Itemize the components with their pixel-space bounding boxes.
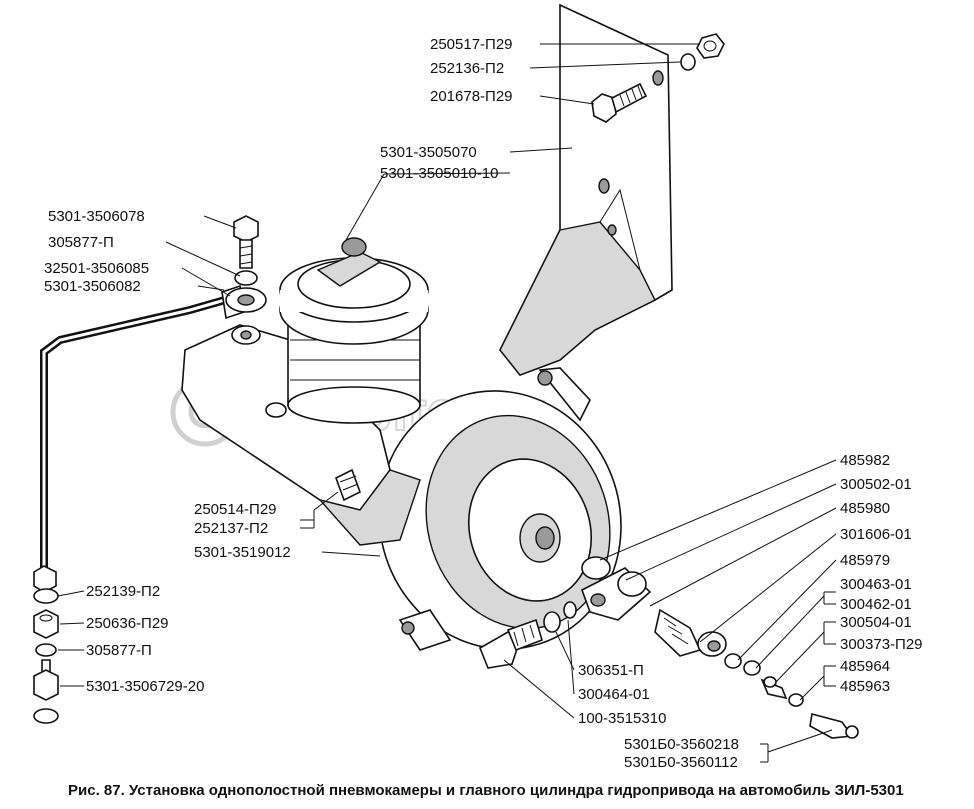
- banjo-bolt: [233, 215, 259, 269]
- label-252137: 252137-П2: [194, 520, 268, 537]
- label-3560112: 5301Б0-3560112: [624, 754, 738, 771]
- ring-485964: [788, 693, 804, 707]
- bottom-washer: [33, 708, 59, 724]
- figure-caption: Рис. 87. Установка однополостной пневмок…: [68, 782, 904, 799]
- ring-306351: [543, 611, 561, 633]
- top-washer: [680, 53, 696, 71]
- label-305877-top: 305877-П: [48, 234, 114, 251]
- label-300463: 300463-01: [840, 576, 912, 593]
- label-250636: 250636-П29: [86, 615, 169, 632]
- brake-pipe: [40, 296, 227, 570]
- ring-300463: [743, 660, 761, 676]
- label-300462: 300462-01: [840, 596, 912, 613]
- tee-fitting: [581, 556, 652, 621]
- label-301606: 301606-01: [840, 526, 912, 543]
- fitting-3560218: [809, 713, 859, 739]
- washer-305877: [35, 643, 57, 657]
- master-cylinder: [181, 324, 421, 546]
- valve-3515310: [478, 618, 543, 669]
- nut-250636: [33, 609, 59, 639]
- fluid-reservoir: [279, 237, 429, 424]
- label-3506085: 32501-3506085: [44, 260, 149, 277]
- label-250514: 250514-П29: [194, 501, 277, 518]
- ring-300464: [563, 601, 577, 619]
- label-3519012: 5301-3519012: [194, 544, 291, 561]
- label-306351: 306351-П: [578, 662, 644, 679]
- label-252136: 252136-П2: [430, 60, 504, 77]
- banjo-fitting: [221, 284, 267, 320]
- label-3506729: 5301-3506729-20: [86, 678, 204, 695]
- label-485979: 485979: [840, 552, 890, 569]
- label-3515310: 100-3515310: [578, 710, 666, 727]
- label-300502: 300502-01: [840, 476, 912, 493]
- banjo-washer: [234, 270, 258, 286]
- label-3505070: 5301-3505070: [380, 144, 477, 161]
- top-bolt: [591, 82, 648, 123]
- label-250517: 250517-П29: [430, 36, 513, 53]
- label-252139: 252139-П2: [86, 583, 160, 600]
- label-3505010: 5301-3505010-10: [380, 165, 498, 182]
- part-labels: 250517-П29 252136-П2 201678-П29 5301-350…: [44, 36, 923, 771]
- pipe-nut: [33, 565, 57, 593]
- ring-485979: [724, 653, 742, 669]
- leader-lines: [57, 43, 837, 763]
- check-valve-485980: [654, 608, 727, 657]
- label-300373: 300373-П29: [840, 636, 923, 653]
- washer-252139: [33, 588, 59, 604]
- brake-chamber: [378, 367, 622, 651]
- bolt-3506729: [33, 659, 59, 701]
- fitting-300504: [760, 676, 788, 700]
- label-485963: 485963: [840, 678, 890, 695]
- top-nut: [696, 33, 725, 59]
- label-485980: 485980: [840, 500, 890, 517]
- label-300504: 300504-01: [840, 614, 912, 631]
- label-485982: 485982: [840, 452, 890, 469]
- label-3506082: 5301-3506082: [44, 278, 141, 295]
- label-201678: 201678-П29: [430, 88, 513, 105]
- label-3560218: 5301Б0-3560218: [624, 736, 739, 753]
- label-300464: 300464-01: [578, 686, 650, 703]
- mounting-bracket: [499, 3, 673, 376]
- label-305877-bottom: 305877-П: [86, 642, 152, 659]
- label-3506078: 5301-3506078: [48, 208, 145, 225]
- label-485964: 485964: [840, 658, 890, 675]
